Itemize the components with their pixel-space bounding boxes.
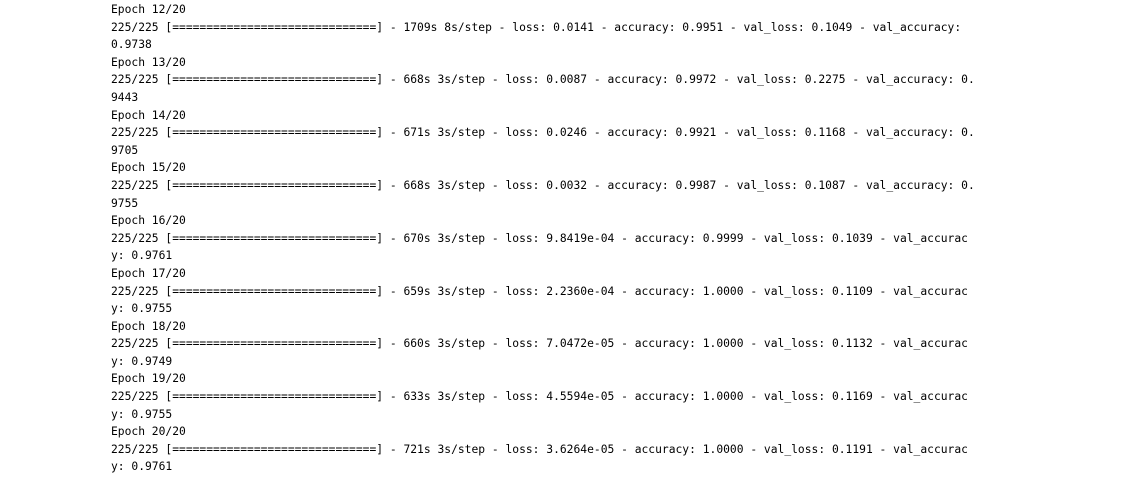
epoch-header-line: Epoch 12/20 <box>111 3 186 16</box>
log-line: 225/225 [==============================]… <box>111 390 968 404</box>
log-line: 0.9738 <box>111 38 152 52</box>
epoch-header-line: Epoch 15/20 <box>111 161 186 175</box>
log-line: y: 0.9755 <box>111 407 173 421</box>
epoch-header-line: Epoch 20/20 <box>111 425 186 439</box>
epoch-header-line: Epoch 17/20 <box>111 266 186 280</box>
log-line: 9443 <box>111 90 139 104</box>
log-line: 225/225 [==============================]… <box>111 20 962 34</box>
epoch-header-line: Epoch 18/20 <box>111 319 186 333</box>
log-line: 225/225 [==============================]… <box>111 178 975 192</box>
epoch-header-line: Epoch 16/20 <box>111 214 186 228</box>
log-line: 225/225 [==============================]… <box>111 442 968 456</box>
log-line: y: 0.9749 <box>111 354 173 368</box>
log-line: y: 0.9761 <box>111 249 173 263</box>
log-line: 225/225 [==============================]… <box>111 73 975 87</box>
log-line: 225/225 [==============================]… <box>111 284 968 298</box>
epoch-header-line: Epoch 19/20 <box>111 372 186 386</box>
log-line: 225/225 [==============================]… <box>111 126 975 140</box>
epoch-header-line: Epoch 13/20 <box>111 55 186 69</box>
log-line: 9705 <box>111 143 139 157</box>
log-line: y: 0.9761 <box>111 460 173 474</box>
log-line: y: 0.9755 <box>111 302 173 316</box>
log-line: 225/225 [==============================]… <box>111 231 968 245</box>
log-line: 225/225 [==============================]… <box>111 337 968 351</box>
training-log-output: Epoch 12/20 225/225 [====================… <box>111 1 1126 476</box>
epoch-header-line: Epoch 14/20 <box>111 108 186 122</box>
log-line: 9755 <box>111 196 139 210</box>
cell-output-area: Epoch 12/20 225/225 [====================… <box>111 1 1126 477</box>
